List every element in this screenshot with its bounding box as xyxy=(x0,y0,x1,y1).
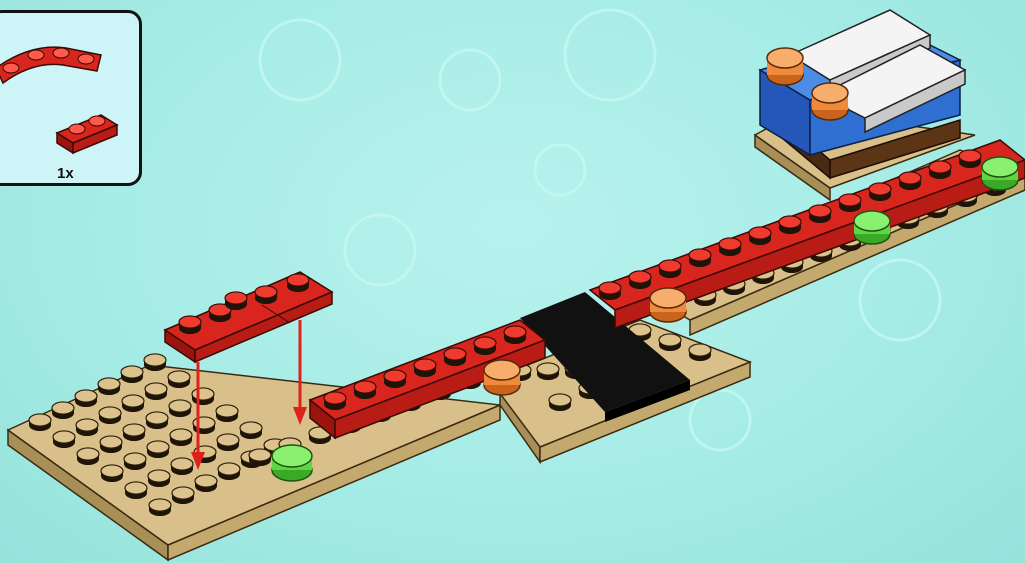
stud xyxy=(869,183,891,201)
stud xyxy=(98,378,120,395)
stud xyxy=(414,359,436,377)
stud xyxy=(122,395,144,412)
stud xyxy=(809,205,831,223)
stud xyxy=(169,400,191,417)
stud xyxy=(659,260,681,278)
stud xyxy=(195,475,217,492)
stud xyxy=(147,441,169,458)
stud xyxy=(749,227,771,245)
green-stud-right-2 xyxy=(982,157,1018,190)
stud xyxy=(225,292,247,310)
callout-parts-art xyxy=(0,13,145,189)
stud xyxy=(125,482,147,499)
orange-stud-middle xyxy=(484,360,520,395)
stud xyxy=(629,271,651,289)
green-stud-right-1 xyxy=(854,211,890,244)
stud xyxy=(76,419,98,436)
orange-stud-right xyxy=(650,288,686,322)
stud xyxy=(179,316,201,334)
stud xyxy=(354,381,376,399)
stud xyxy=(779,216,801,234)
stud xyxy=(29,414,51,431)
stud xyxy=(149,499,171,516)
stud xyxy=(146,412,168,429)
red-arrow-icon xyxy=(293,320,307,425)
stud xyxy=(171,458,193,475)
stud xyxy=(689,249,711,267)
stud xyxy=(216,405,238,422)
stud xyxy=(474,337,496,355)
stud xyxy=(959,150,981,168)
stud xyxy=(719,238,741,256)
red-plate-part xyxy=(57,115,117,153)
stud xyxy=(77,448,99,465)
stud xyxy=(123,424,145,441)
stud xyxy=(659,334,681,351)
stud xyxy=(899,172,921,190)
stud xyxy=(101,465,123,482)
stud xyxy=(100,436,122,453)
stud xyxy=(218,463,240,480)
stud xyxy=(99,407,121,424)
stud xyxy=(52,402,74,419)
quantity-label: 1x xyxy=(57,165,74,182)
stud xyxy=(240,422,262,439)
parts-callout: 1x xyxy=(0,10,142,186)
stud xyxy=(249,449,271,466)
stud xyxy=(444,348,466,366)
stud xyxy=(193,417,215,434)
stud xyxy=(537,363,559,380)
stud xyxy=(144,354,166,371)
stud xyxy=(324,392,346,410)
stud xyxy=(599,282,621,300)
stud xyxy=(170,429,192,446)
stud xyxy=(124,453,146,470)
stud xyxy=(75,390,97,407)
red-plate-part xyxy=(0,47,101,83)
stud xyxy=(839,194,861,212)
stud xyxy=(192,388,214,405)
stud xyxy=(172,487,194,504)
stud xyxy=(217,434,239,451)
stud xyxy=(689,344,711,361)
stud xyxy=(504,326,526,344)
stud xyxy=(121,366,143,383)
stud xyxy=(255,286,277,304)
stud xyxy=(929,161,951,179)
stud xyxy=(287,274,309,292)
stud xyxy=(148,470,170,487)
stud xyxy=(168,371,190,388)
stud xyxy=(145,383,167,400)
stud xyxy=(549,394,571,411)
stud xyxy=(53,431,75,448)
green-stud-left xyxy=(272,445,312,481)
stud xyxy=(384,370,406,388)
